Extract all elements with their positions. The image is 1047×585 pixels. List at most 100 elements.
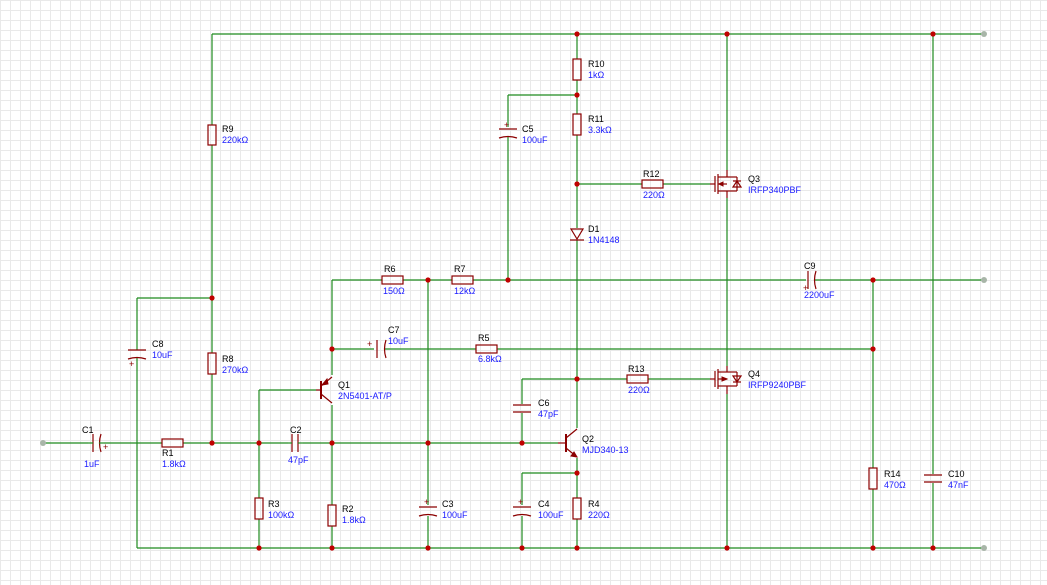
svg-text:+: + xyxy=(504,120,509,130)
junction-dot xyxy=(930,31,936,37)
junction-dot xyxy=(256,440,262,446)
label-q2-value: MJD340-13 xyxy=(582,445,629,455)
resistor-r3[interactable] xyxy=(254,497,264,520)
label-c9-value: 2200uF xyxy=(804,290,835,300)
transistor-q1[interactable] xyxy=(316,376,333,404)
capacitor-c10[interactable] xyxy=(924,474,942,483)
svg-text:+: + xyxy=(129,359,134,369)
label-c5-value: 100uF xyxy=(522,135,548,145)
junction-dot xyxy=(256,545,262,551)
junction-dot xyxy=(425,545,431,551)
label-d1-value: 1N4148 xyxy=(588,235,620,245)
label-r12-value: 220Ω xyxy=(643,190,665,200)
capacitor-c3[interactable]: + xyxy=(418,497,438,517)
junction-dot xyxy=(329,545,335,551)
label-r7-value: 12kΩ xyxy=(454,286,476,296)
label-q2-ref: Q2 xyxy=(582,434,594,444)
resistor-r4[interactable] xyxy=(572,497,582,520)
junction-dot xyxy=(574,545,580,551)
label-r2-value: 1.8kΩ xyxy=(342,515,366,525)
label-d1-ref: D1 xyxy=(588,224,600,234)
resistor-r12[interactable] xyxy=(641,179,664,189)
label-c8-ref: C8 xyxy=(152,339,164,349)
label-r4-value: 220Ω xyxy=(588,510,610,520)
label-r12-ref: R12 xyxy=(643,169,660,179)
resistor-r9[interactable] xyxy=(207,124,217,146)
label-r7-ref: R7 xyxy=(454,264,466,274)
junction-dot xyxy=(519,545,525,551)
junction-dot xyxy=(574,181,580,187)
label-r8-value: 270kΩ xyxy=(222,365,249,375)
label-q4-ref: Q4 xyxy=(748,369,760,379)
label-c10-value: 47nF xyxy=(948,480,969,490)
output-terminal[interactable] xyxy=(981,277,987,283)
label-r3-ref: R3 xyxy=(268,499,280,509)
resistor-r8[interactable] xyxy=(207,352,217,375)
junction-dot xyxy=(870,346,876,352)
input-terminal[interactable] xyxy=(40,440,46,446)
label-c3-ref: C3 xyxy=(442,499,454,509)
svg-text:+: + xyxy=(367,339,372,349)
label-r6-value: 150Ω xyxy=(383,286,405,296)
label-c2-ref: C2 xyxy=(290,425,302,435)
resistor-r11[interactable] xyxy=(572,113,582,136)
resistor-r14[interactable] xyxy=(868,467,878,490)
label-c3-value: 100uF xyxy=(442,510,468,520)
junction-dot xyxy=(574,31,580,37)
capacitor-c1[interactable]: + xyxy=(88,433,108,453)
label-r3-value: 100kΩ xyxy=(268,510,295,520)
junction-dot xyxy=(425,440,431,446)
label-r13-ref: R13 xyxy=(628,364,645,374)
label-r2-ref: R2 xyxy=(342,504,354,514)
capacitor-c2[interactable] xyxy=(288,434,303,452)
mosfet-q4[interactable] xyxy=(710,366,743,394)
capacitor-c9[interactable]: + xyxy=(803,270,817,293)
label-c4-ref: C4 xyxy=(538,499,550,509)
label-r6-ref: R6 xyxy=(384,264,396,274)
svg-text:+: + xyxy=(518,497,523,507)
mosfet-q3[interactable] xyxy=(710,170,743,198)
junction-dot xyxy=(574,92,580,98)
junction-dot xyxy=(870,277,876,283)
junction-dot xyxy=(209,440,215,446)
capacitor-c4[interactable]: + xyxy=(512,497,532,517)
resistor-r1[interactable] xyxy=(161,438,184,448)
label-r11-value: 3.3kΩ xyxy=(588,125,612,135)
junction-dot xyxy=(574,470,580,476)
junction-dot xyxy=(519,440,525,446)
label-r13-value: 220Ω xyxy=(628,385,650,395)
label-r5-value: 6.8kΩ xyxy=(478,354,502,364)
transistor-q2[interactable] xyxy=(558,428,578,458)
diode-d1[interactable] xyxy=(569,228,585,241)
junction-dot xyxy=(329,346,335,352)
label-q3-ref: Q3 xyxy=(748,174,760,184)
label-r10-value: 1kΩ xyxy=(588,70,605,80)
label-r4-ref: R4 xyxy=(588,499,600,509)
resistor-r7[interactable] xyxy=(451,275,474,285)
resistor-r2[interactable] xyxy=(327,504,337,527)
junction-dot xyxy=(724,31,730,37)
label-c6-value: 47pF xyxy=(538,409,559,419)
label-r1-ref: R1 xyxy=(162,448,174,458)
resistor-r10[interactable] xyxy=(572,58,582,81)
resistor-r13[interactable] xyxy=(626,374,649,384)
label-r11-ref: R11 xyxy=(588,114,604,124)
label-r5-ref: R5 xyxy=(478,333,490,343)
svg-text:+: + xyxy=(803,283,808,293)
supply-terminal[interactable] xyxy=(981,31,987,37)
resistor-r5[interactable] xyxy=(475,344,498,354)
label-r10-ref: R10 xyxy=(588,59,605,69)
label-r1-value: 1.8kΩ xyxy=(162,459,186,469)
label-c5-ref: C5 xyxy=(522,124,534,134)
resistor-r6[interactable] xyxy=(381,275,404,285)
label-r8-ref: R8 xyxy=(222,354,234,364)
svg-text:+: + xyxy=(103,442,108,452)
capacitor-c6[interactable] xyxy=(513,404,531,413)
label-c8-value: 10uF xyxy=(152,350,173,360)
ground-terminal[interactable] xyxy=(981,545,987,551)
capacitor-c5[interactable]: + xyxy=(498,120,518,139)
capacitor-c7[interactable]: + xyxy=(367,339,387,359)
label-r9-value: 220kΩ xyxy=(222,135,249,145)
capacitor-c8[interactable]: + xyxy=(127,349,147,369)
